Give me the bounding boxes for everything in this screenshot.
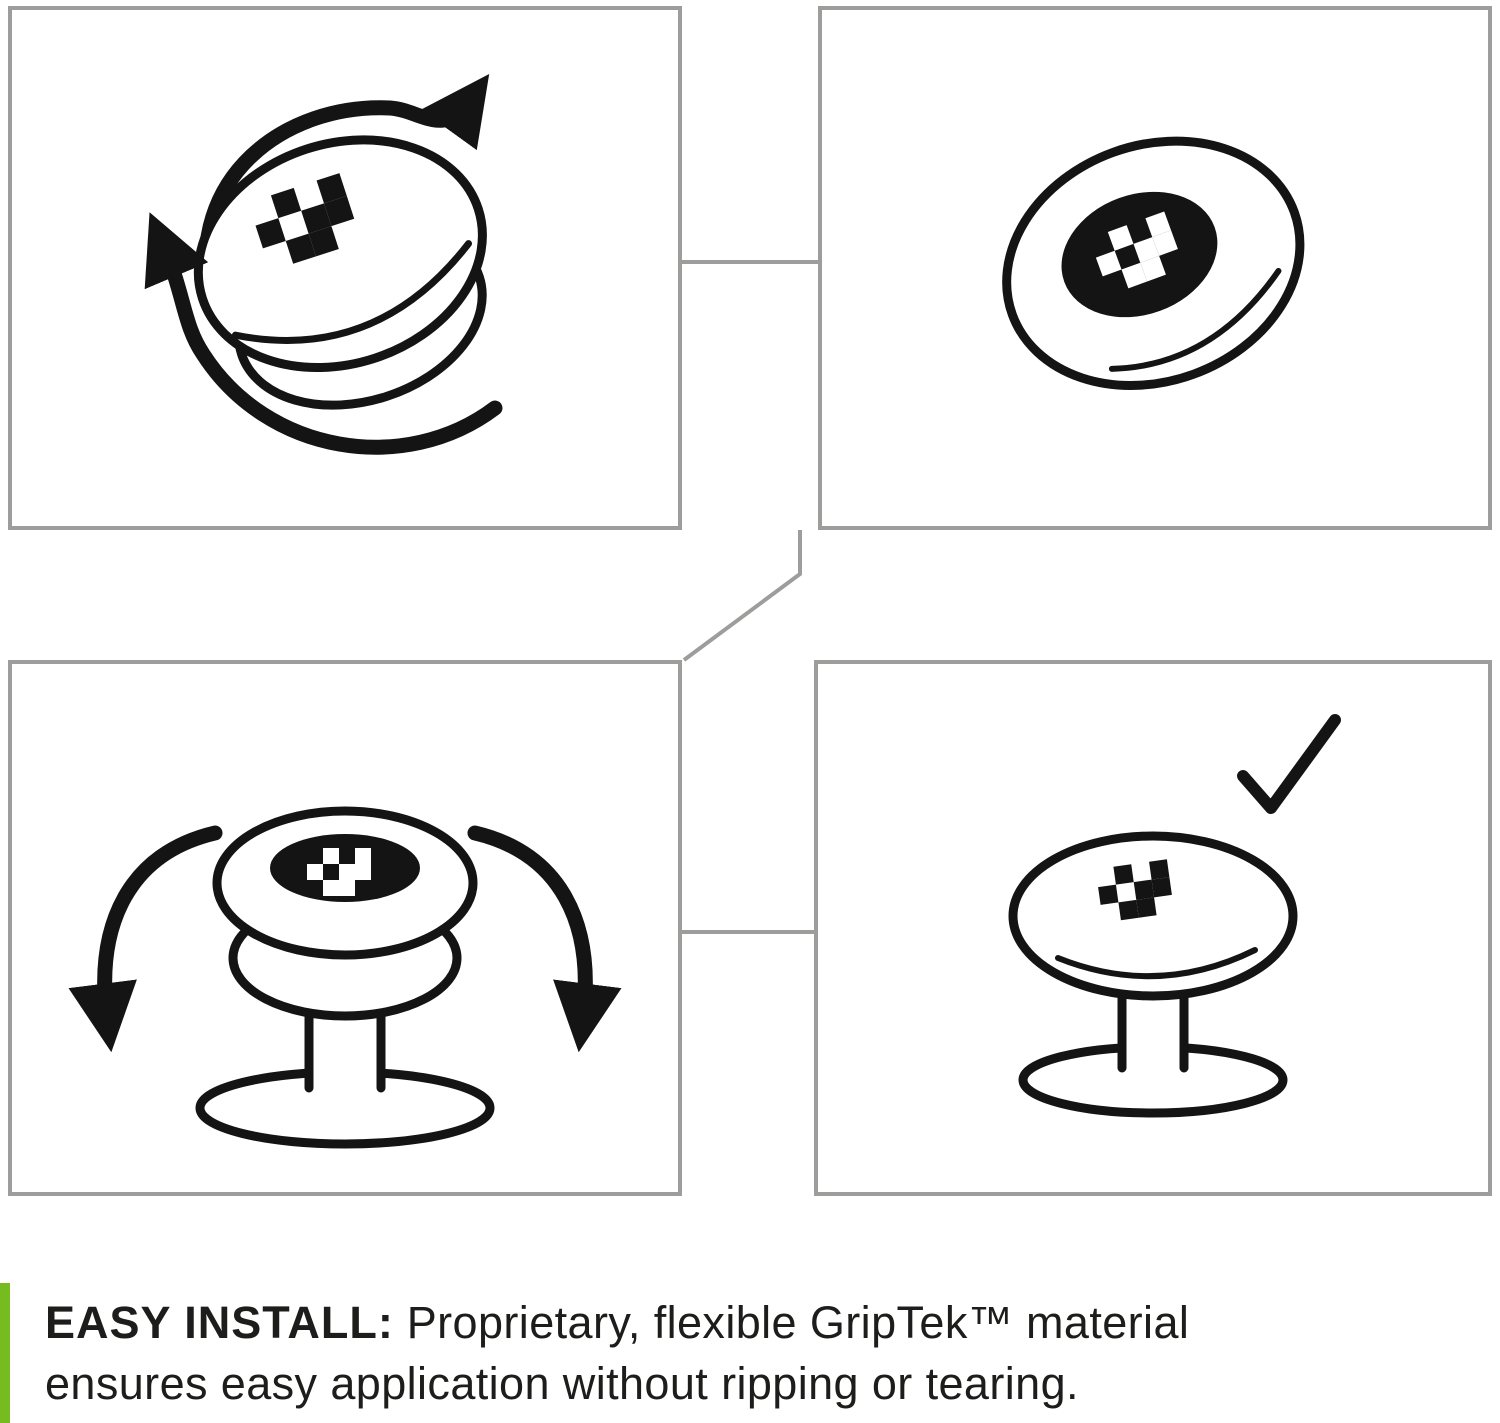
panel-stretch-install xyxy=(8,660,682,1196)
flex-rotate-icon xyxy=(144,74,503,455)
panel-installed xyxy=(814,660,1492,1196)
panel-grip-disc xyxy=(818,6,1492,530)
caption-heading: EASY INSTALL: xyxy=(45,1297,394,1348)
panel-flex-rotate xyxy=(8,6,682,530)
caption-line-1-text: Proprietary, flexible GripTek™ material xyxy=(393,1297,1190,1348)
installed-grip-check-icon xyxy=(1008,714,1341,1118)
caption: EASY INSTALL: Proprietary, flexible Grip… xyxy=(45,1292,1480,1414)
stretch-install-icon xyxy=(68,806,622,1149)
caption-line-1: EASY INSTALL: Proprietary, flexible Grip… xyxy=(45,1292,1480,1353)
checkmark-icon xyxy=(1237,714,1341,814)
caption-line-2: ensures easy application without ripping… xyxy=(45,1358,1079,1409)
caption-accent-bar xyxy=(0,1283,10,1423)
grip-disc-icon xyxy=(1002,136,1305,390)
